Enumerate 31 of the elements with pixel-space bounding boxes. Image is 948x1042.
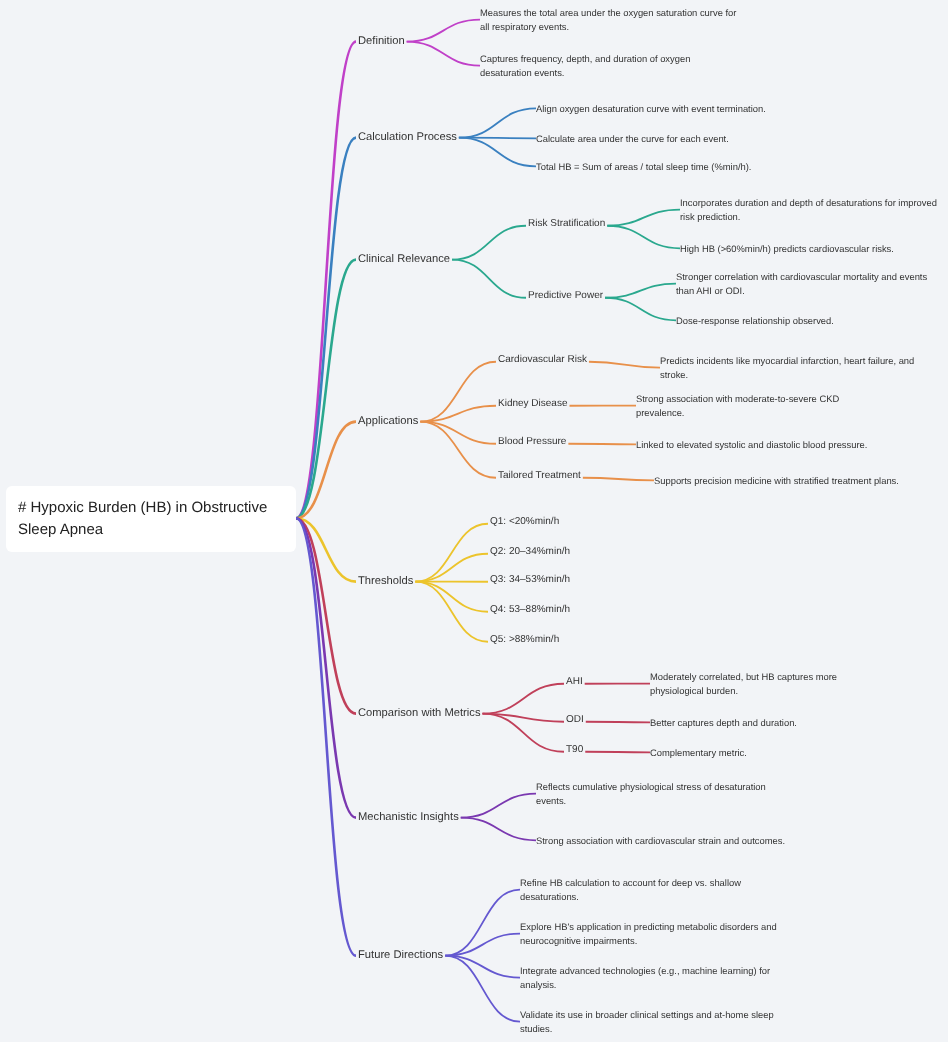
branch-line — [588, 360, 661, 369]
branch-line — [604, 296, 677, 322]
branch-line — [414, 552, 489, 583]
branch-line — [584, 720, 651, 724]
branch-line — [414, 580, 489, 643]
branch-line — [419, 360, 497, 423]
branch-line — [295, 136, 357, 520]
branch-line — [606, 224, 681, 250]
branch-line — [459, 816, 537, 842]
branch-line — [567, 442, 637, 446]
branch-line — [583, 682, 651, 685]
branch-line — [568, 404, 637, 407]
branch-line — [451, 224, 527, 261]
branch-line — [294, 40, 358, 520]
branch-line — [584, 750, 651, 754]
branch-line — [451, 258, 527, 299]
branch-line — [458, 136, 537, 168]
branch-line — [295, 517, 357, 957]
branch-line — [295, 517, 357, 715]
branch-line — [295, 516, 357, 583]
branch-line — [414, 522, 489, 583]
branch-line — [295, 517, 357, 819]
branch-line — [458, 107, 537, 139]
branch-line — [419, 420, 497, 479]
branch-line — [405, 40, 481, 67]
branch-line — [295, 258, 357, 520]
branch-line — [295, 420, 357, 520]
branch-line — [581, 476, 655, 482]
branch-line — [481, 712, 565, 753]
branch-line — [444, 954, 521, 1023]
branch-line — [444, 888, 521, 957]
